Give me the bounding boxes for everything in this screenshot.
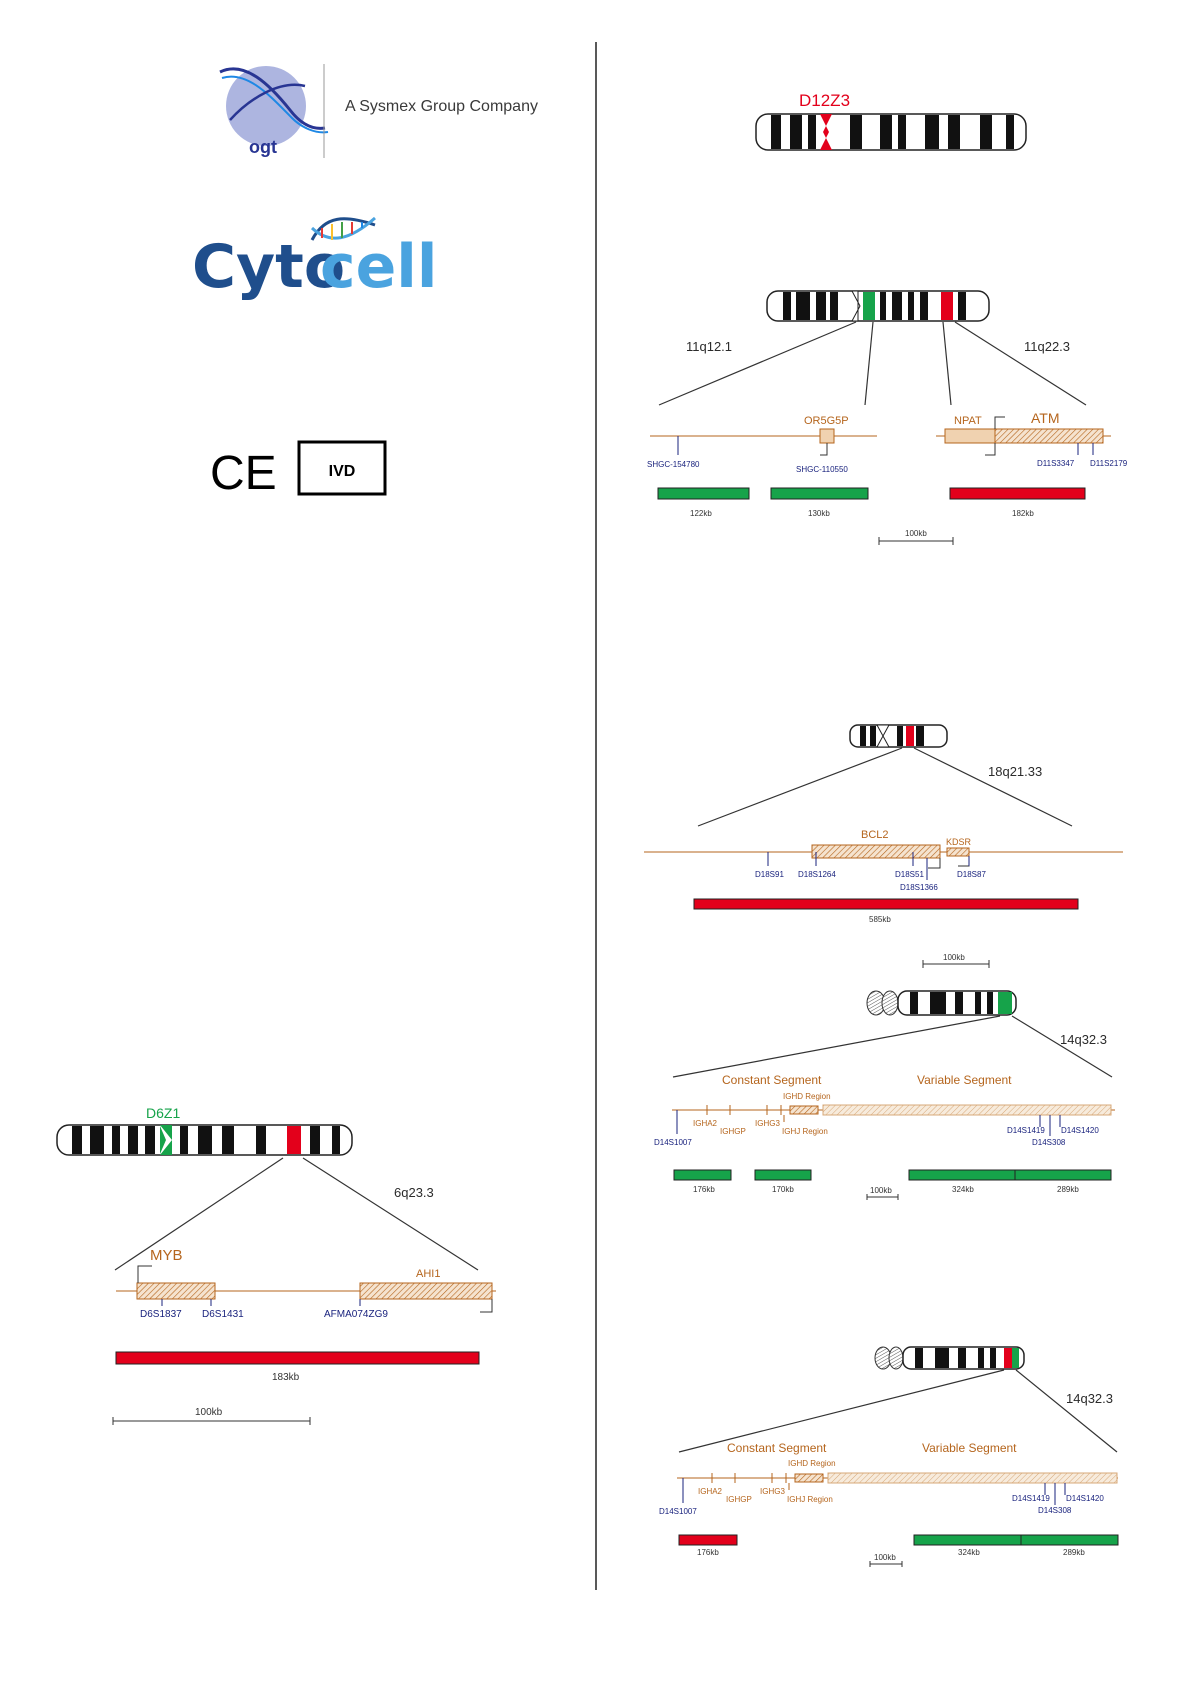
chr6-centromere-label: D6Z1 [146, 1105, 180, 1121]
chr14b-diagram: 14q32.3 Constant Segment Variable Segmen… [659, 1346, 1119, 1567]
chr14b-probe-bar-1 [678, 1534, 738, 1546]
chr14b-constant-segment: Constant Segment [727, 1441, 827, 1455]
probe-bar-chr18 [693, 898, 1079, 910]
chr12-diagram: D12Z3 [755, 91, 1027, 151]
gene-bcl2: BCL2 [861, 829, 889, 841]
chr14a-variable-segment: Variable Segment [917, 1073, 1012, 1087]
chr14b-marker-d14s308: D14S308 [1038, 1506, 1072, 1515]
chr14a-probe-bar-2 [754, 1169, 812, 1181]
scale-chr14b: 100kb [874, 1553, 896, 1562]
chr14b-probe-size-3: 289kb [1063, 1548, 1085, 1557]
marker-shgc-154780: SHGC-154780 [647, 460, 700, 469]
gene-or5g5p: OR5G5P [804, 415, 849, 427]
chr14a-probe-size-4: 289kb [1057, 1185, 1079, 1194]
chr14a-gene-ighg3: IGHG3 [755, 1119, 780, 1128]
gene-myb: MYB [150, 1247, 183, 1264]
company-subtitle: A Sysmex Group Company [345, 98, 538, 115]
probe-bar-chr11-a [657, 487, 750, 500]
ogt-wordmark: ogt [249, 137, 277, 157]
scale-chr11: 100kb [905, 529, 927, 538]
chr14a-band-label: 14q32.3 [1060, 1032, 1107, 1047]
probe-bar-chr11-c [949, 487, 1086, 500]
chr14a-constant-segment: Constant Segment [722, 1073, 822, 1087]
chr14b-gene-ighgp: IGHGP [726, 1495, 752, 1504]
chr14b-band-label: 14q32.3 [1066, 1391, 1113, 1406]
cytocell-wordmark-b: cell [320, 232, 437, 302]
chr14b-marker-d14s1419: D14S1419 [1012, 1494, 1050, 1503]
chr14a-probe-size-2: 170kb [772, 1185, 794, 1194]
chr14a-probe-bar-4 [1014, 1169, 1112, 1181]
chr14b-marker-d14s1420: D14S1420 [1066, 1494, 1104, 1503]
probe-bar-chr11-b [770, 487, 869, 500]
gene-npat: NPAT [954, 415, 982, 427]
ce-mark: CE [210, 447, 277, 500]
chr14a-marker-d14s1007: D14S1007 [654, 1138, 692, 1147]
chr11-diagram: 11q12.1 11q22.3 SHGC-154780 OR5G5P SHGC-… [647, 290, 1128, 545]
chr14a-probe-bar-3 [908, 1169, 1016, 1181]
chr14b-probe-bar-2 [913, 1534, 1022, 1546]
dna-helix-icon [310, 216, 376, 241]
chr14a-probe-size-3: 324kb [952, 1185, 974, 1194]
chr14a-ighd-region: IGHD Region [783, 1092, 831, 1101]
chr11-band-left: 11q12.1 [686, 339, 732, 354]
marker-d18s51: D18S51 [895, 870, 924, 879]
probe-size-chr11-b: 130kb [808, 509, 830, 518]
chr11-band-right: 11q22.3 [1024, 339, 1070, 354]
cytocell-logo: Cyto cell [192, 216, 437, 302]
chr14a-marker-d14s1419: D14S1419 [1007, 1126, 1045, 1135]
probe-size-chr11-c: 182kb [1012, 509, 1034, 518]
probe-bar-chr6 [115, 1351, 480, 1365]
marker-d18s91: D18S91 [755, 870, 784, 879]
marker-d11s3347: D11S3347 [1037, 459, 1075, 468]
scale-chr18: 100kb [943, 953, 965, 962]
ivd-label: IVD [329, 463, 356, 480]
gene-atm: ATM [1031, 410, 1060, 426]
chr14b-ideogram [874, 1346, 1025, 1370]
marker-d18s1366: D18S1366 [900, 883, 938, 892]
chr14b-gene-ighg3: IGHG3 [760, 1487, 785, 1496]
chr14a-probe-size-1: 176kb [693, 1185, 715, 1194]
marker-afma074zg9: AFMA074ZG9 [324, 1309, 388, 1320]
chr14b-probe-bar-3 [1020, 1534, 1119, 1546]
marker-d18s87: D18S87 [957, 870, 986, 879]
marker-d6s1837: D6S1837 [140, 1309, 182, 1320]
chr14b-ighj-region: IGHJ Region [787, 1495, 833, 1504]
chr6-ideogram [56, 1124, 353, 1156]
chr14b-marker-d14s1007: D14S1007 [659, 1507, 697, 1516]
probe-size-chr6: 183kb [272, 1372, 300, 1383]
marker-d6s1431: D6S1431 [202, 1309, 244, 1320]
chr18-band-label: 18q21.33 [988, 764, 1042, 779]
chr14b-ighd-region: IGHD Region [788, 1459, 836, 1468]
ivd-box [297, 440, 387, 496]
chr14a-ighj-region: IGHJ Region [782, 1127, 828, 1136]
scale-chr14a: 100kb [870, 1186, 892, 1195]
gene-ahi1: AHI1 [416, 1268, 440, 1280]
chr12-centromere-label: D12Z3 [799, 91, 850, 110]
marker-d11s2179: D11S2179 [1090, 459, 1128, 468]
ogt-logo: ogt [219, 66, 329, 157]
marker-d18s1264: D18S1264 [798, 870, 836, 879]
chr14b-probe-size-1: 176kb [697, 1548, 719, 1557]
cytocell-wordmark-a: Cyto [192, 232, 345, 302]
chr14a-diagram: 14q32.3 Constant Segment Variable Segmen… [654, 990, 1115, 1200]
chr14b-variable-segment: Variable Segment [922, 1441, 1017, 1455]
chr18-diagram: 18q21.33 BCL2 KDSR D18S91 D18S1264 D18S5… [644, 724, 1123, 968]
chr6-diagram: D6Z1 6q23.3 MYB AHI1 [56, 1105, 496, 1425]
chr14a-marker-d14s308: D14S308 [1032, 1138, 1066, 1147]
probe-size-chr11-a: 122kb [690, 509, 712, 518]
chr14b-gene-igha2: IGHA2 [698, 1487, 723, 1496]
gene-kdsr: KDSR [946, 837, 972, 847]
chr14a-gene-igha2: IGHA2 [693, 1119, 718, 1128]
marker-shgc-110550: SHGC-110550 [796, 465, 848, 474]
chr6-band-label: 6q23.3 [394, 1185, 434, 1200]
chr14a-probe-bar-1 [673, 1169, 732, 1181]
probe-size-chr18: 585kb [869, 915, 891, 924]
chr14b-probe-size-2: 324kb [958, 1548, 980, 1557]
chr14a-gene-ighgp: IGHGP [720, 1127, 746, 1136]
chr14a-ideogram [866, 990, 1017, 1016]
scale-chr6: 100kb [195, 1407, 223, 1418]
chr14a-marker-d14s1420: D14S1420 [1061, 1126, 1099, 1135]
